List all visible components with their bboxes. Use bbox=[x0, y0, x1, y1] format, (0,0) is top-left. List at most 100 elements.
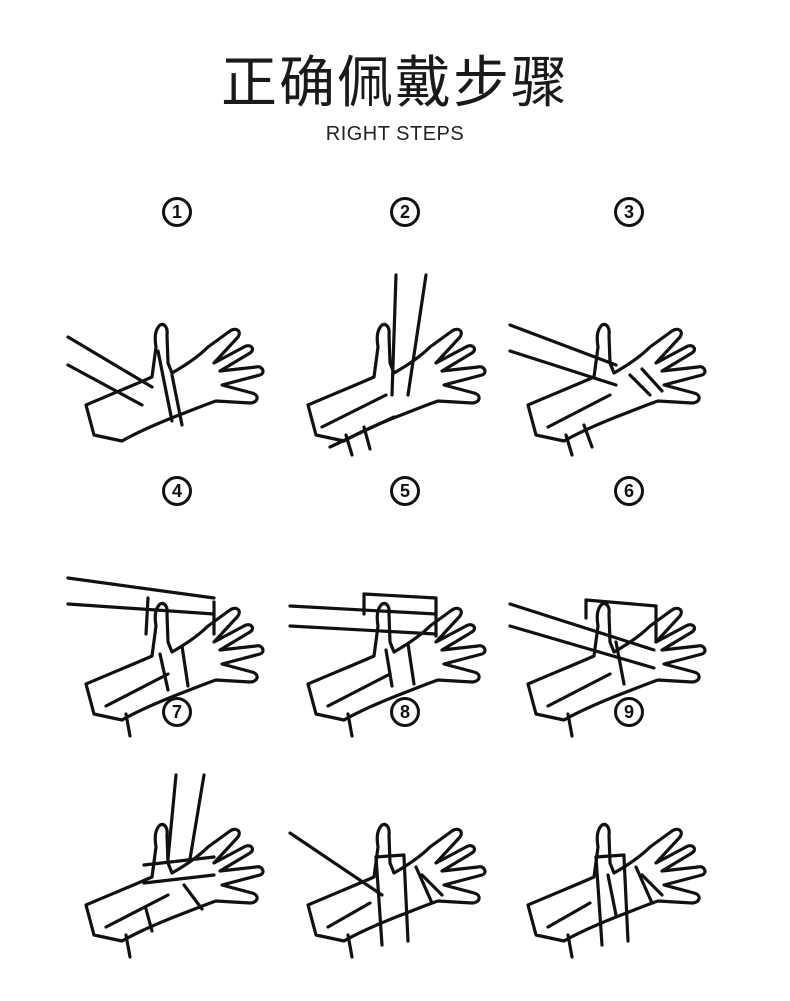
step-6-number-badge: 6 bbox=[614, 476, 644, 506]
wrap-band-5 bbox=[582, 423, 594, 449]
hand-wrap-step-5-illustration bbox=[288, 592, 487, 738]
wrap-band-3 bbox=[584, 598, 658, 608]
wrap-band-4 bbox=[142, 873, 216, 885]
step-1-number: 1 bbox=[171, 201, 182, 222]
wrap-band-2 bbox=[622, 855, 630, 943]
step-7-number: 7 bbox=[171, 701, 182, 722]
hand-outline bbox=[84, 822, 265, 943]
wrap-band-1 bbox=[166, 773, 178, 861]
step-9: 9 bbox=[506, 695, 736, 959]
wrap-band-1 bbox=[66, 335, 154, 389]
wrap-band-5 bbox=[104, 893, 170, 929]
wrap-band-4 bbox=[374, 853, 406, 859]
wrap-band-2 bbox=[66, 602, 216, 616]
step-1-number-badge: 1 bbox=[162, 197, 192, 227]
wrap-band-3 bbox=[142, 855, 216, 867]
wrap-band-7 bbox=[640, 873, 664, 897]
wrap-band-2 bbox=[188, 773, 206, 861]
wrap-band-3 bbox=[546, 393, 612, 429]
wrap-band-3 bbox=[144, 596, 150, 636]
hand-wrap-step-7-illustration bbox=[84, 773, 265, 959]
wrap-band-3 bbox=[320, 393, 388, 429]
step-2: 2 bbox=[286, 195, 516, 457]
step-8-number: 8 bbox=[399, 701, 410, 722]
step-9-number-badge: 9 bbox=[614, 697, 644, 727]
step-2-number: 2 bbox=[399, 201, 410, 222]
step-1: 1 bbox=[64, 195, 294, 443]
step-8-number-badge: 8 bbox=[390, 697, 420, 727]
wrap-band-1 bbox=[390, 273, 398, 397]
step-5-number-badge: 5 bbox=[390, 476, 420, 506]
wrap-band-1 bbox=[288, 831, 384, 897]
step-5-number: 5 bbox=[399, 480, 410, 501]
wrap-band-3 bbox=[594, 853, 626, 859]
wrap-band-8 bbox=[420, 873, 444, 897]
hand-group bbox=[508, 322, 707, 457]
step-6: 6 bbox=[506, 474, 736, 738]
hand-group bbox=[508, 598, 707, 738]
wrap-band-6 bbox=[634, 865, 654, 905]
wrap-band-1 bbox=[66, 576, 216, 600]
wrap-band-3 bbox=[156, 349, 174, 423]
step-4: 4 bbox=[64, 474, 294, 738]
wrap-band-5 bbox=[326, 901, 372, 929]
wrap-band-6 bbox=[346, 933, 354, 959]
step-3: 3 bbox=[506, 195, 736, 457]
step-3-number-badge: 3 bbox=[614, 197, 644, 227]
hand-outline bbox=[306, 322, 487, 443]
wrap-band-2 bbox=[508, 624, 656, 670]
hand-wrap-step-1-illustration bbox=[66, 322, 265, 443]
wrap-band-9 bbox=[406, 642, 416, 686]
wrap-band-6 bbox=[124, 712, 132, 738]
step-2-number-badge: 2 bbox=[390, 197, 420, 227]
wrap-band-4 bbox=[170, 373, 184, 427]
wrap-band-7 bbox=[640, 367, 664, 393]
hand-outline bbox=[526, 322, 707, 443]
hand-group bbox=[84, 773, 265, 959]
wrap-band-5 bbox=[566, 933, 574, 959]
wrap-band-1 bbox=[594, 855, 604, 947]
wrap-band-3 bbox=[362, 592, 438, 600]
wrap-band-5 bbox=[344, 433, 354, 457]
step-3-number: 3 bbox=[623, 201, 634, 222]
wrap-band-4 bbox=[546, 901, 592, 929]
wrap-band-2 bbox=[288, 624, 438, 636]
hand-group bbox=[288, 822, 487, 959]
hand-wrap-step-6-illustration bbox=[508, 598, 707, 738]
step-9-number: 9 bbox=[623, 701, 634, 722]
wrap-band-7 bbox=[414, 865, 434, 905]
wrap-band-2 bbox=[406, 273, 428, 397]
wrap-band-2 bbox=[374, 855, 384, 947]
hand-wrap-step-9-illustration bbox=[526, 822, 707, 959]
wrap-band-3 bbox=[402, 855, 410, 943]
hand-wrap-step-8-illustration bbox=[288, 822, 487, 959]
wrap-band-7 bbox=[566, 712, 574, 738]
page-title: 正确佩戴步骤 bbox=[221, 51, 569, 116]
wrap-band-2 bbox=[66, 363, 144, 407]
wrap-band-4 bbox=[564, 433, 574, 457]
hand-wrap-step-3-illustration bbox=[508, 322, 707, 457]
hand-group bbox=[66, 322, 265, 443]
hand-group bbox=[306, 273, 487, 457]
step-4-number: 4 bbox=[171, 480, 182, 501]
hand-group bbox=[66, 576, 265, 738]
wrap-band-8 bbox=[180, 644, 190, 688]
wrap-band-6 bbox=[326, 672, 392, 708]
wrap-band-5 bbox=[104, 672, 170, 708]
hand-wrap-step-4-illustration bbox=[66, 576, 265, 738]
step-8: 8 bbox=[286, 695, 516, 959]
wrap-band-7 bbox=[158, 652, 170, 692]
wrap-band-6 bbox=[628, 373, 652, 397]
step-7-number-badge: 7 bbox=[162, 697, 192, 727]
hand-group bbox=[526, 822, 707, 959]
hand-wrap-step-2-illustration bbox=[306, 273, 487, 457]
step-7: 7 bbox=[64, 695, 294, 959]
step-6-number: 6 bbox=[623, 480, 634, 501]
hand-group bbox=[288, 592, 487, 738]
wrap-band-4 bbox=[328, 415, 396, 449]
wrap-band-6 bbox=[362, 425, 372, 451]
wrap-band-8 bbox=[182, 883, 204, 911]
step-4-number-badge: 4 bbox=[162, 476, 192, 506]
wrap-band-8 bbox=[606, 873, 618, 917]
wrap-band-7 bbox=[346, 712, 354, 738]
